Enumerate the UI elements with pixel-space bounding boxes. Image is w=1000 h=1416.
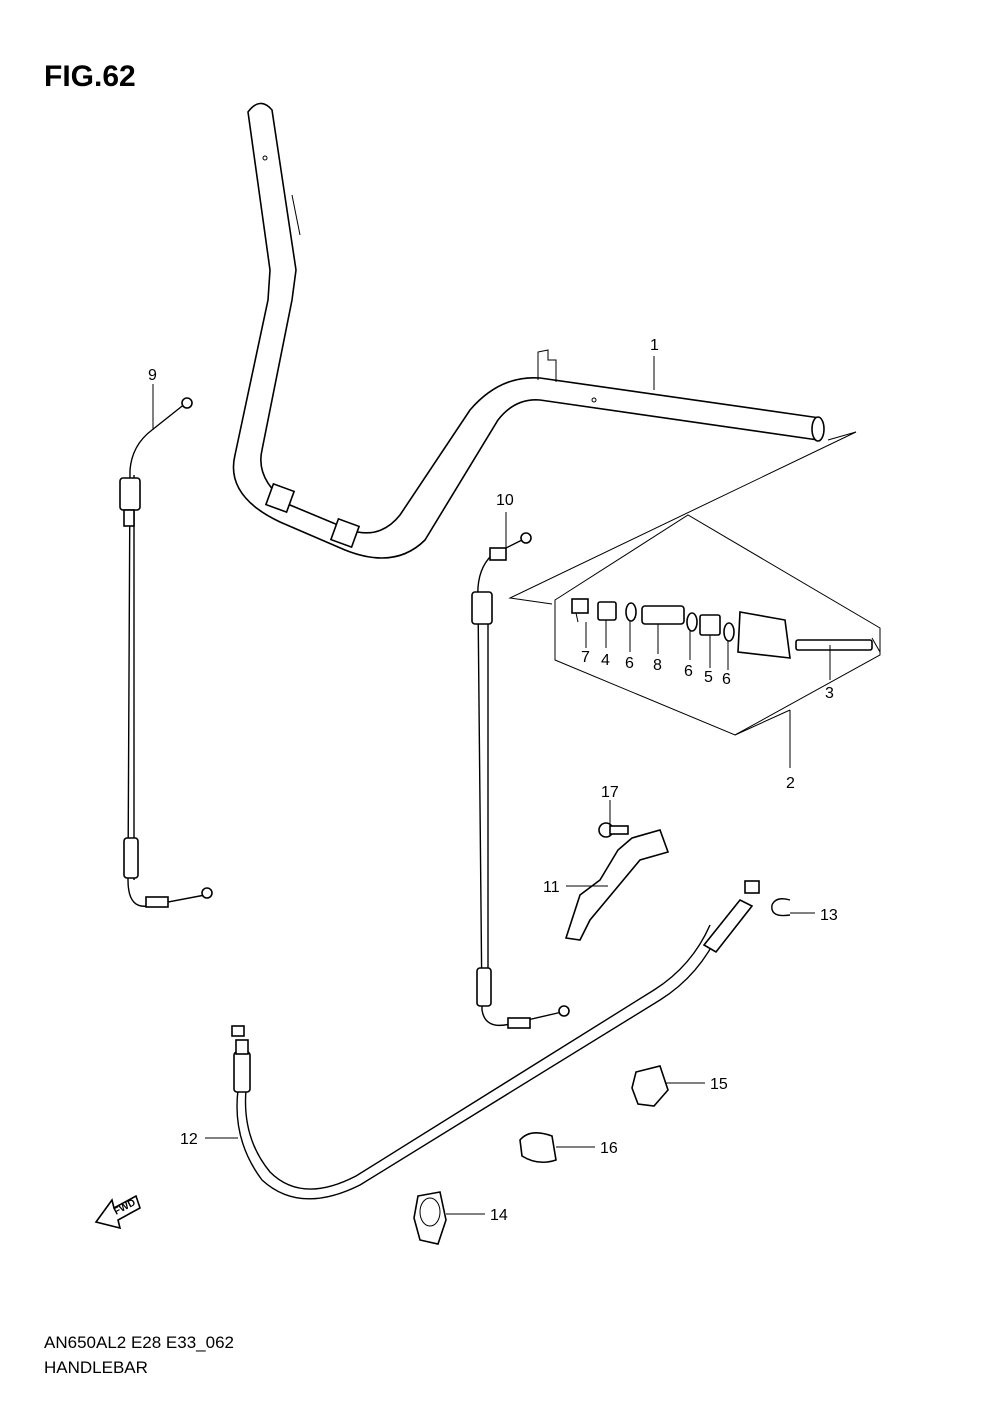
callout-7: 7 <box>581 649 590 666</box>
washer-part-6-b[interactable] <box>686 612 698 632</box>
model-code-label: AN650AL2 E28 E33_062 <box>44 1333 234 1352</box>
cable-clamp-part-16[interactable] <box>519 1132 557 1164</box>
callout-12: 12 <box>180 1131 198 1148</box>
callout-6-b: 6 <box>684 663 693 680</box>
callout-2: 2 <box>786 775 795 792</box>
parking-brake-cable-part-12[interactable] <box>231 880 760 1200</box>
forward-arrow-icon: FWD <box>94 1194 141 1230</box>
washer-part-6-a[interactable] <box>625 602 637 622</box>
spacer-part-5[interactable] <box>699 614 721 636</box>
cable-clamp-part-15[interactable] <box>631 1065 669 1107</box>
callout-16: 16 <box>600 1140 618 1157</box>
balancer-screw-part-3[interactable] <box>795 637 881 653</box>
callout-13: 13 <box>820 907 838 924</box>
bolt-part-17[interactable] <box>598 822 629 838</box>
weight-part-8[interactable] <box>641 605 685 625</box>
balancer-bolt-part-7[interactable] <box>571 598 589 623</box>
callout-1: 1 <box>650 337 659 354</box>
callout-6-c: 6 <box>722 671 731 688</box>
callout-4: 4 <box>601 652 610 669</box>
callout-9: 9 <box>148 367 157 384</box>
balancer-weight-cap[interactable] <box>737 611 791 659</box>
e-ring-part-13[interactable] <box>771 898 791 917</box>
callout-15: 15 <box>710 1076 728 1093</box>
callout-8: 8 <box>653 657 662 674</box>
callout-10: 10 <box>496 492 514 509</box>
callout-17: 17 <box>601 784 619 801</box>
callout-6-a: 6 <box>625 655 634 672</box>
balancer-assembly-box <box>554 514 881 768</box>
bracket-part-11[interactable] <box>564 829 670 941</box>
spacer-part-4[interactable] <box>597 601 617 621</box>
throttle-return-cable-part-10[interactable] <box>471 532 570 1029</box>
callout-3: 3 <box>825 685 834 702</box>
washer-part-6-c[interactable] <box>723 622 735 642</box>
cable-clamp-part-14[interactable] <box>413 1191 447 1245</box>
handlebar-part[interactable] <box>232 102 825 559</box>
callout-5: 5 <box>704 669 713 686</box>
figure-title: FIG.62 <box>44 60 136 93</box>
callout-14: 14 <box>490 1207 508 1224</box>
callout-11: 11 <box>543 879 560 896</box>
throttle-cable-part-9[interactable] <box>119 397 213 908</box>
section-name-label: HANDLEBAR <box>44 1358 148 1377</box>
